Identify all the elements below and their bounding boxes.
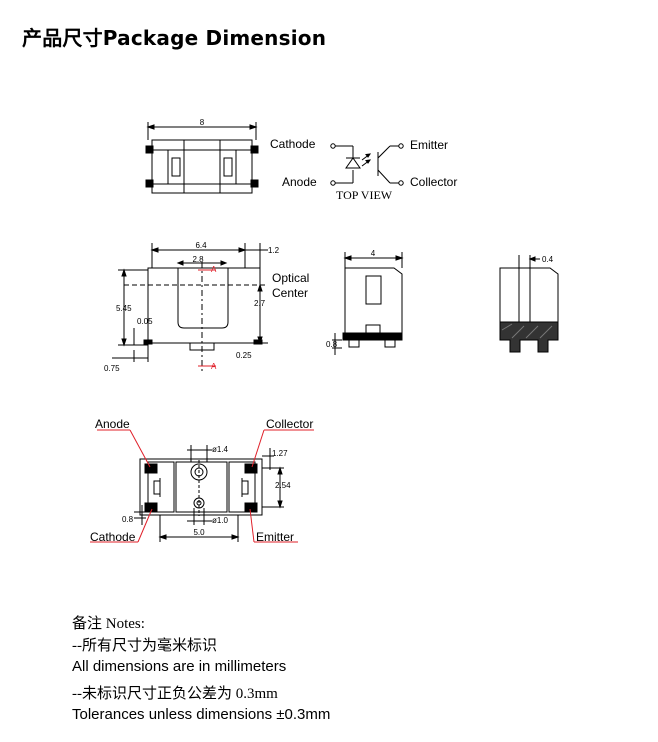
- front-label-optical: Optical: [272, 271, 309, 285]
- top-label-cathode: Cathode: [270, 137, 316, 151]
- note-2-chinese: --未标识尺寸正负公差为 0.3mm: [72, 686, 278, 702]
- front-dim-0-75: 0.75: [104, 364, 120, 373]
- section-dim-0-4: 0.4: [542, 255, 554, 264]
- top-view: [145, 122, 259, 194]
- bottom-view: [134, 445, 284, 542]
- front-label-center: Center: [272, 286, 308, 300]
- top-view-caption: TOP VIEW: [336, 188, 393, 202]
- side-dim-0-8: 0.8: [326, 340, 338, 349]
- side-dim-4: 4: [371, 249, 376, 258]
- bottom-dim-5-0: 5.0: [193, 528, 205, 537]
- top-dim-width: 8: [200, 118, 205, 127]
- front-dim-0-25: 0.25: [236, 351, 252, 360]
- front-dim-0-05: 0.05: [137, 317, 153, 326]
- bottom-dim-2-54: 2.54: [275, 481, 291, 490]
- front-dim-2-8: 2.8: [192, 255, 204, 264]
- pin-leaders: [90, 429, 314, 543]
- top-label-anode: Anode: [282, 175, 317, 189]
- package-dimension-drawing: 8 Cathode Anode Emitter Collector TOP VI…: [90, 118, 559, 544]
- note-1-english: All dimensions are in millimeters: [72, 658, 287, 675]
- notes-section: 备注 Notes: --所有尺寸为毫米标识 All dimensions are…: [72, 612, 632, 730]
- section-view: [499, 255, 559, 353]
- section-mark-top: A: [211, 265, 217, 274]
- front-dim-5-45: 5.45: [116, 304, 132, 313]
- bottom-dim-d1-0: ø1.0: [212, 516, 229, 525]
- top-label-emitter: Emitter: [410, 138, 448, 152]
- section-mark-bottom: A: [211, 362, 217, 371]
- side-view: [332, 252, 404, 355]
- page-title: 产品尺寸Package Dimension: [22, 26, 327, 50]
- bottom-label-cathode: Cathode: [90, 530, 136, 544]
- bottom-dim-d1-4: ø1.4: [212, 445, 229, 454]
- front-dim-2-7: 2.7: [254, 299, 266, 308]
- bottom-label-anode: Anode: [95, 417, 130, 431]
- bottom-dim-0-8: 0.8: [122, 515, 134, 524]
- note-1-chinese: --所有尺寸为毫米标识: [72, 638, 217, 654]
- note-2-english: Tolerances unless dimensions ±0.3mm: [72, 706, 331, 723]
- front-dim-6-4: 6.4: [195, 241, 207, 250]
- front-dim-1-2: 1.2: [268, 246, 280, 255]
- front-view: [112, 243, 268, 372]
- top-label-collector: Collector: [410, 175, 457, 189]
- bottom-dim-1-27: 1.27: [272, 449, 288, 458]
- bottom-label-emitter: Emitter: [256, 530, 294, 544]
- schematic-symbol: [330, 143, 404, 186]
- bottom-label-collector: Collector: [266, 417, 313, 431]
- notes-heading: 备注 Notes:: [72, 616, 145, 632]
